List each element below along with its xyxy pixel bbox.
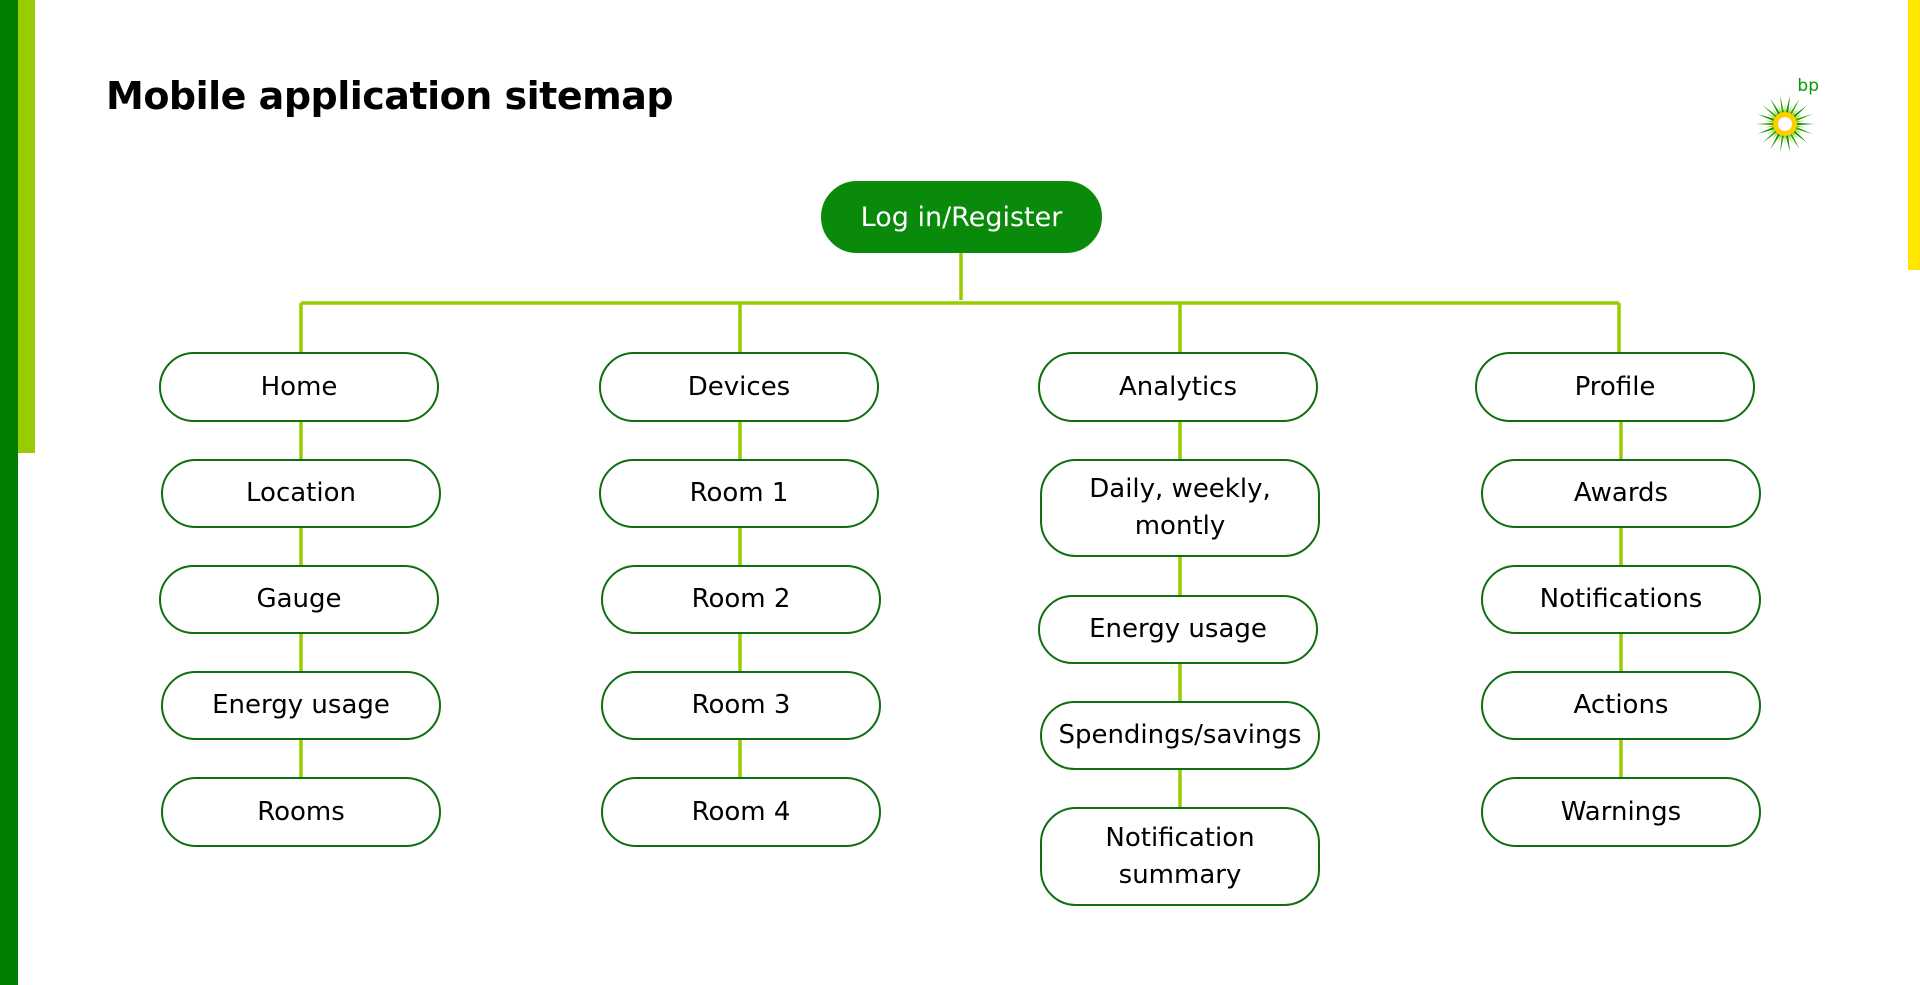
node-spendings-savings[interactable]: Spendings/savings [1040,701,1320,770]
node-profile[interactable]: Profile [1475,352,1755,422]
logo-ray [1785,132,1791,153]
node-devices[interactable]: Devices [599,352,879,422]
logo-ray [1788,130,1800,150]
page-title: Mobile application sitemap [106,74,674,118]
logo-ray [1790,105,1808,120]
node-daily-weekly-montly[interactable]: Daily, weekly, montly [1040,459,1320,557]
left-accent-bar-light [18,0,35,453]
logo-ray [1788,98,1800,118]
node-room-3[interactable]: Room 3 [601,671,881,740]
node-notifications[interactable]: Notifications [1481,565,1761,634]
right-accent-bar [1908,0,1920,270]
logo-ray [1779,132,1785,153]
logo-ray [1762,105,1780,120]
logo-ray [1792,114,1813,123]
left-accent-bar-dark [0,0,18,985]
node-home[interactable]: Home [159,352,439,422]
logo-ray [1757,114,1778,123]
bp-logo: bp [1755,76,1819,154]
logo-ray [1770,130,1782,150]
node-analytics[interactable]: Analytics [1038,352,1318,422]
node-warnings[interactable]: Warnings [1481,777,1761,847]
logo-ray [1785,95,1791,116]
node-actions[interactable]: Actions [1481,671,1761,740]
node-energy-usage[interactable]: Energy usage [161,671,441,740]
logo-ray [1793,122,1814,126]
node-log-in-register[interactable]: Log in/Register [821,181,1102,253]
node-location[interactable]: Location [161,459,441,528]
logo-ray [1790,128,1808,143]
node-room-2[interactable]: Room 2 [601,565,881,634]
logo-ray [1757,125,1778,134]
node-gauge[interactable]: Gauge [159,565,439,634]
node-notification-summary[interactable]: Notification summary [1040,807,1320,906]
logo-ray [1756,122,1777,126]
node-rooms[interactable]: Rooms [161,777,441,847]
logo-ray [1779,95,1785,116]
node-room-1[interactable]: Room 1 [599,459,879,528]
bp-helios-logo-icon [1756,95,1814,153]
logo-ray [1762,128,1780,143]
logo-text: bp [1797,76,1819,96]
node-analytics-energy-usage[interactable]: Energy usage [1038,595,1318,664]
logo-ray [1792,125,1813,134]
node-room-4[interactable]: Room 4 [601,777,881,847]
node-awards[interactable]: Awards [1481,459,1761,528]
logo-ray [1770,98,1782,118]
